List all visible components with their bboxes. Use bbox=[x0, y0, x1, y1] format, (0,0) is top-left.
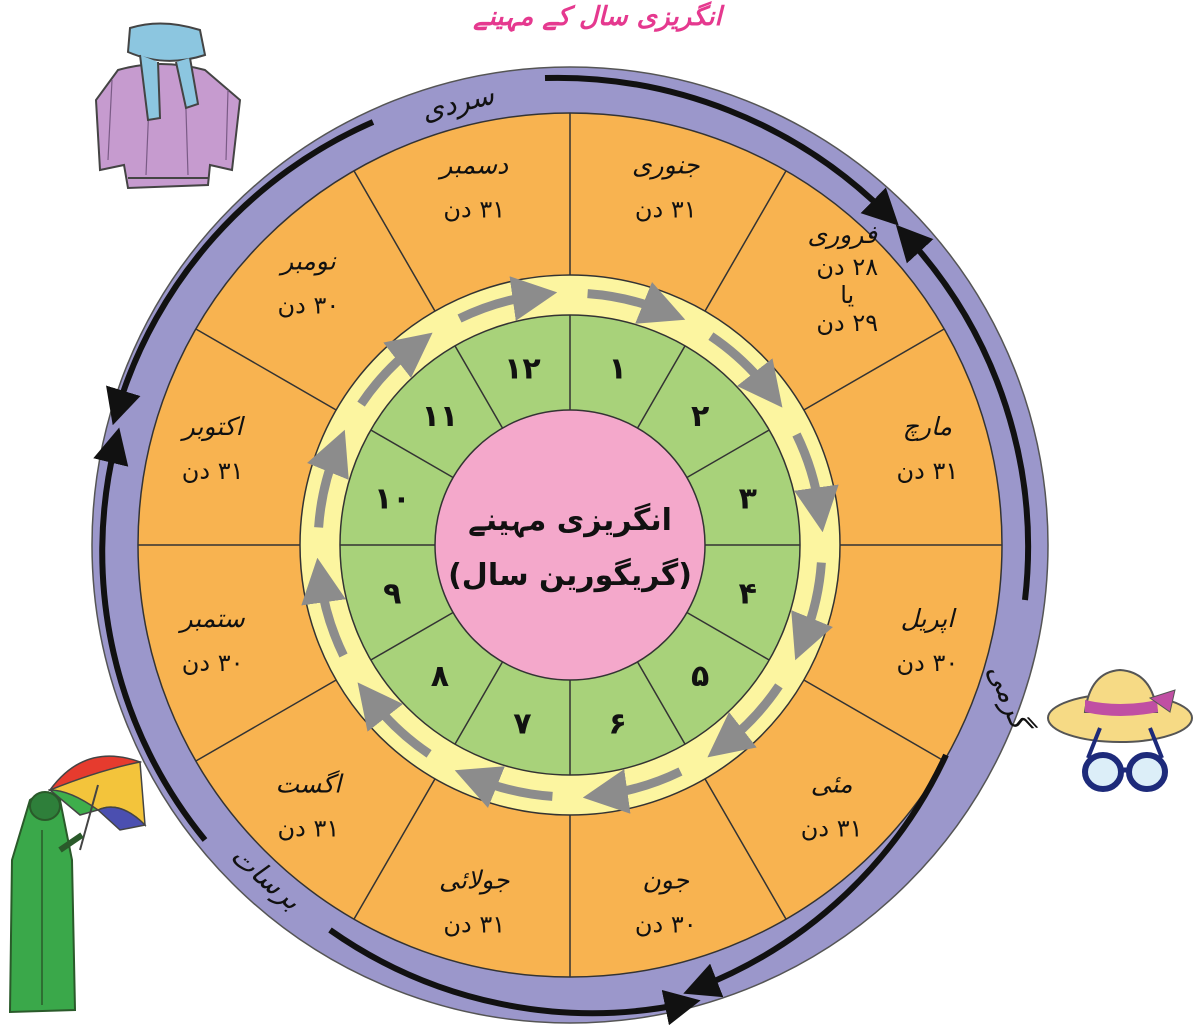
month-name: ستمبر bbox=[177, 604, 245, 634]
month-name: مارچ bbox=[903, 412, 952, 442]
month-name: فروری bbox=[808, 220, 879, 250]
month-days: ۳۱ دن bbox=[635, 196, 697, 224]
month-name: جنوری bbox=[632, 151, 700, 181]
month-days: ۳۱ دن bbox=[801, 815, 863, 843]
month-days: ۳۰ دن bbox=[635, 910, 697, 938]
month-number: ۱۲ bbox=[504, 351, 541, 386]
month-days: ۲۸ دن bbox=[816, 253, 878, 281]
month-number: ۱ bbox=[608, 351, 626, 386]
month-number: ۱۱ bbox=[422, 399, 459, 434]
month-days: ۳۱ دن bbox=[897, 457, 959, 485]
month-days: ۳۱ دن bbox=[182, 457, 244, 485]
month-number: ۵ bbox=[691, 659, 709, 694]
center-line-2: (گریگورین سال) bbox=[448, 557, 692, 593]
month-number: ۸ bbox=[431, 659, 449, 694]
month-days: ۳۰ دن bbox=[182, 649, 244, 677]
month-name: اکتوبر bbox=[180, 412, 246, 442]
raincoat-icon bbox=[10, 792, 82, 1012]
month-name: مئی bbox=[811, 770, 853, 799]
month-days-or: یا bbox=[840, 281, 854, 309]
month-name: جون bbox=[642, 865, 689, 895]
center-line-1: انگریزی مہینے bbox=[468, 502, 672, 538]
month-days: ۳۰ دن bbox=[278, 291, 340, 319]
month-days: ۳۱ دن bbox=[443, 910, 505, 938]
month-days: ۳۱ دن bbox=[443, 196, 505, 224]
sweater-icon bbox=[96, 23, 240, 188]
month-name: نومبر bbox=[278, 246, 337, 276]
month-number: ۱۰ bbox=[374, 481, 411, 516]
month-number: ۹ bbox=[383, 577, 401, 612]
month-number: ۲ bbox=[691, 399, 709, 434]
month-days: ۳۰ دن bbox=[897, 649, 959, 677]
month-number: ۳ bbox=[739, 481, 757, 516]
month-name: اگست bbox=[276, 770, 345, 799]
month-number: ۷ bbox=[513, 707, 531, 742]
sun-hat-icon bbox=[1048, 670, 1192, 742]
center-circle bbox=[435, 410, 705, 680]
month-days: ۳۱ دن bbox=[278, 815, 340, 843]
month-name: جولائی bbox=[439, 865, 510, 895]
month-number: ۴ bbox=[739, 577, 757, 612]
month-number: ۶ bbox=[608, 707, 626, 742]
month-days-alt: ۲۹ دن bbox=[816, 309, 878, 337]
month-name: دسمبر bbox=[437, 151, 509, 181]
month-name: اپریل bbox=[901, 604, 958, 634]
